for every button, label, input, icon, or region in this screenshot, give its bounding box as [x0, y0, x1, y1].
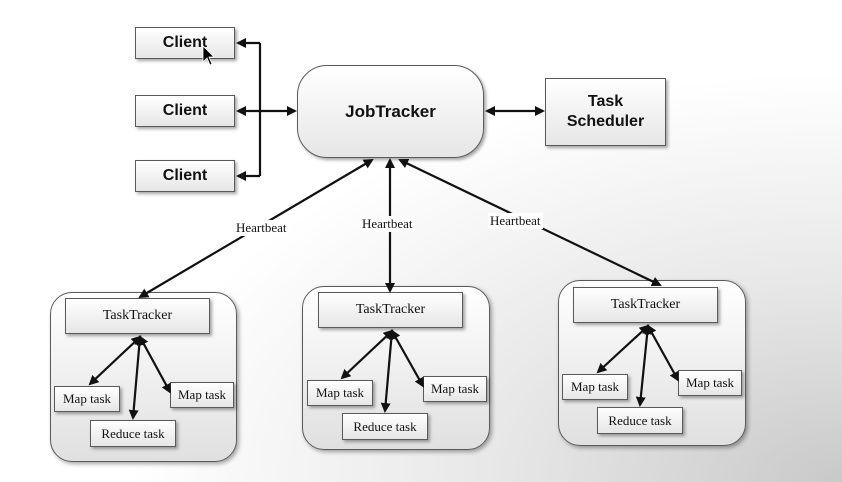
- tasktracker-2-to-reduce: [380, 329, 397, 413]
- tasktracker-1-to-map-left: [88, 335, 142, 386]
- tasktracker-2-to-map-right: [391, 329, 424, 388]
- tasktracker-2-to-map-left: [340, 329, 394, 380]
- reduce-task-2: Reduce task: [342, 413, 428, 440]
- client-box-2: Client: [135, 95, 235, 127]
- map-task-right-2: Map task: [423, 376, 487, 402]
- tasktracker-box-3: TaskTracker: [573, 287, 718, 323]
- map-task-left-1: Map task: [54, 386, 120, 412]
- heartbeat-label-2: Heartbeat: [360, 216, 415, 232]
- tasktracker-3-to-map-left: [596, 324, 650, 374]
- tasktracker-box-1: TaskTracker: [65, 298, 210, 334]
- tasktracker-3-to-map-right: [647, 324, 679, 382]
- client-box-1: Client: [135, 27, 235, 59]
- reduce-task-1: Reduce task: [90, 420, 176, 447]
- map-task-left-3: Map task: [562, 374, 628, 400]
- heartbeat-label-1: Heartbeat: [234, 220, 289, 236]
- task-scheduler-box: Task Scheduler: [545, 78, 666, 146]
- map-task-right-3: Map task: [678, 370, 742, 396]
- tasktracker-1-to-map-right: [139, 335, 171, 394]
- tasktracker-3-to-reduce: [635, 324, 653, 407]
- map-task-left-2: Map task: [307, 380, 373, 406]
- jobtracker-box: JobTracker: [297, 65, 484, 158]
- reduce-task-3: Reduce task: [597, 407, 683, 434]
- heartbeat-label-3: Heartbeat: [488, 213, 543, 229]
- mouse-cursor-icon: [202, 45, 215, 66]
- map-task-right-1: Map task: [170, 382, 234, 408]
- tasktracker-1-to-reduce: [128, 335, 145, 420]
